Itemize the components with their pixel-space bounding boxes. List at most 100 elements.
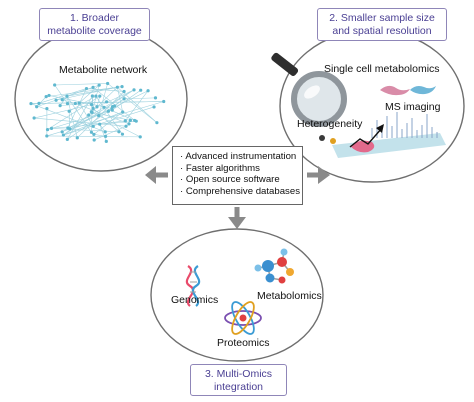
network-node <box>123 119 127 123</box>
network-edge <box>63 111 123 136</box>
network-node <box>127 122 131 126</box>
network-node <box>92 132 96 136</box>
network-node <box>65 137 69 141</box>
network-edge <box>124 97 156 100</box>
network-node <box>106 81 110 86</box>
network-node <box>37 101 41 105</box>
single-cell-label: Single cell metabolomics <box>324 63 440 75</box>
network-node <box>152 105 156 109</box>
network-edge <box>94 125 127 141</box>
box-subtitle: metabolite coverage <box>47 24 142 37</box>
network-edge <box>79 84 100 104</box>
network-edge <box>51 128 119 133</box>
network-node <box>77 101 81 105</box>
network-edge <box>67 108 113 129</box>
network-node <box>91 85 95 90</box>
network-node <box>122 89 126 94</box>
network-node <box>60 98 64 102</box>
network-edge <box>34 104 92 119</box>
network-node <box>53 83 57 87</box>
network-node <box>104 139 108 143</box>
metabolomics-label: Metabolomics <box>257 290 322 302</box>
network-node <box>98 122 102 126</box>
network-node <box>35 105 39 109</box>
network-node <box>133 118 137 123</box>
network-node <box>97 114 101 118</box>
network-node <box>91 106 95 110</box>
network-node <box>95 105 99 109</box>
arrow-to-spatial <box>307 166 330 184</box>
list-item: · Open source software <box>180 174 280 185</box>
network-edge <box>112 89 141 111</box>
box-title: 1. Broader <box>69 12 120 24</box>
network-node <box>120 84 124 89</box>
network-edge <box>93 111 123 135</box>
atom-icon <box>224 301 262 335</box>
network-edge <box>63 106 155 136</box>
network-node <box>153 96 158 100</box>
network-node <box>87 113 91 117</box>
list-item: · Advanced instrumentation <box>180 151 297 162</box>
network-edge <box>96 89 135 108</box>
metabolite-network-graphic <box>29 81 166 143</box>
heterogeneity-marker <box>319 124 384 148</box>
network-node <box>65 94 69 98</box>
metabolite-network-label: Metabolite network <box>59 64 148 76</box>
network-node <box>60 130 64 134</box>
multiomics-box: 3. Multi-Omics integration <box>190 364 287 396</box>
box-subtitle: and spatial resolution <box>332 24 432 37</box>
molecule-icon <box>254 248 294 284</box>
arrow-to-coverage <box>145 166 168 184</box>
network-edge <box>47 109 113 130</box>
network-node <box>54 98 58 102</box>
advances-list-box: · Advanced instrumentation · Faster algo… <box>172 146 303 205</box>
network-edge <box>92 95 94 109</box>
network-node <box>121 110 125 114</box>
network-edge <box>47 95 100 130</box>
network-node <box>115 85 119 89</box>
network-node <box>29 101 33 106</box>
network-node <box>128 118 132 122</box>
network-node <box>67 109 71 113</box>
network-node <box>155 121 159 125</box>
network-edge <box>95 95 123 135</box>
network-node <box>89 130 94 134</box>
list-item: · Faster algorithms <box>180 162 260 174</box>
network-edge <box>46 86 123 97</box>
network-edge <box>99 120 126 125</box>
ms-spectrum-graphic <box>371 112 438 138</box>
network-node <box>106 109 111 113</box>
network-node <box>32 116 36 120</box>
network-node <box>104 100 109 104</box>
ms-imaging-label: MS imaging <box>385 101 441 113</box>
network-node <box>49 126 54 130</box>
network-edge <box>48 95 113 109</box>
network-node <box>97 83 101 87</box>
network-node <box>44 95 48 99</box>
network-node <box>132 88 136 92</box>
network-node <box>89 110 93 114</box>
box-title: 2. Smaller sample size <box>329 12 435 24</box>
network-node <box>162 99 166 104</box>
network-edge <box>46 135 141 138</box>
network-node <box>110 108 114 112</box>
network-node <box>45 107 49 111</box>
network-node <box>66 126 70 130</box>
network-node <box>47 93 51 98</box>
network-node <box>92 138 96 142</box>
network-node <box>45 134 49 138</box>
network-edge <box>36 96 47 107</box>
network-node <box>103 134 108 138</box>
list-item: · Comprehensive databases <box>180 185 300 197</box>
network-node <box>120 132 125 136</box>
genomics-label: Genomics <box>171 294 219 306</box>
network-edge <box>117 86 158 123</box>
network-node <box>84 86 89 91</box>
network-edge <box>62 99 76 104</box>
broader-coverage-box: 1. Broader metabolite coverage <box>39 8 150 41</box>
network-node <box>94 94 98 98</box>
network-edge <box>96 96 101 107</box>
network-node <box>75 136 79 140</box>
network-node <box>61 133 66 137</box>
network-edge <box>68 111 71 129</box>
